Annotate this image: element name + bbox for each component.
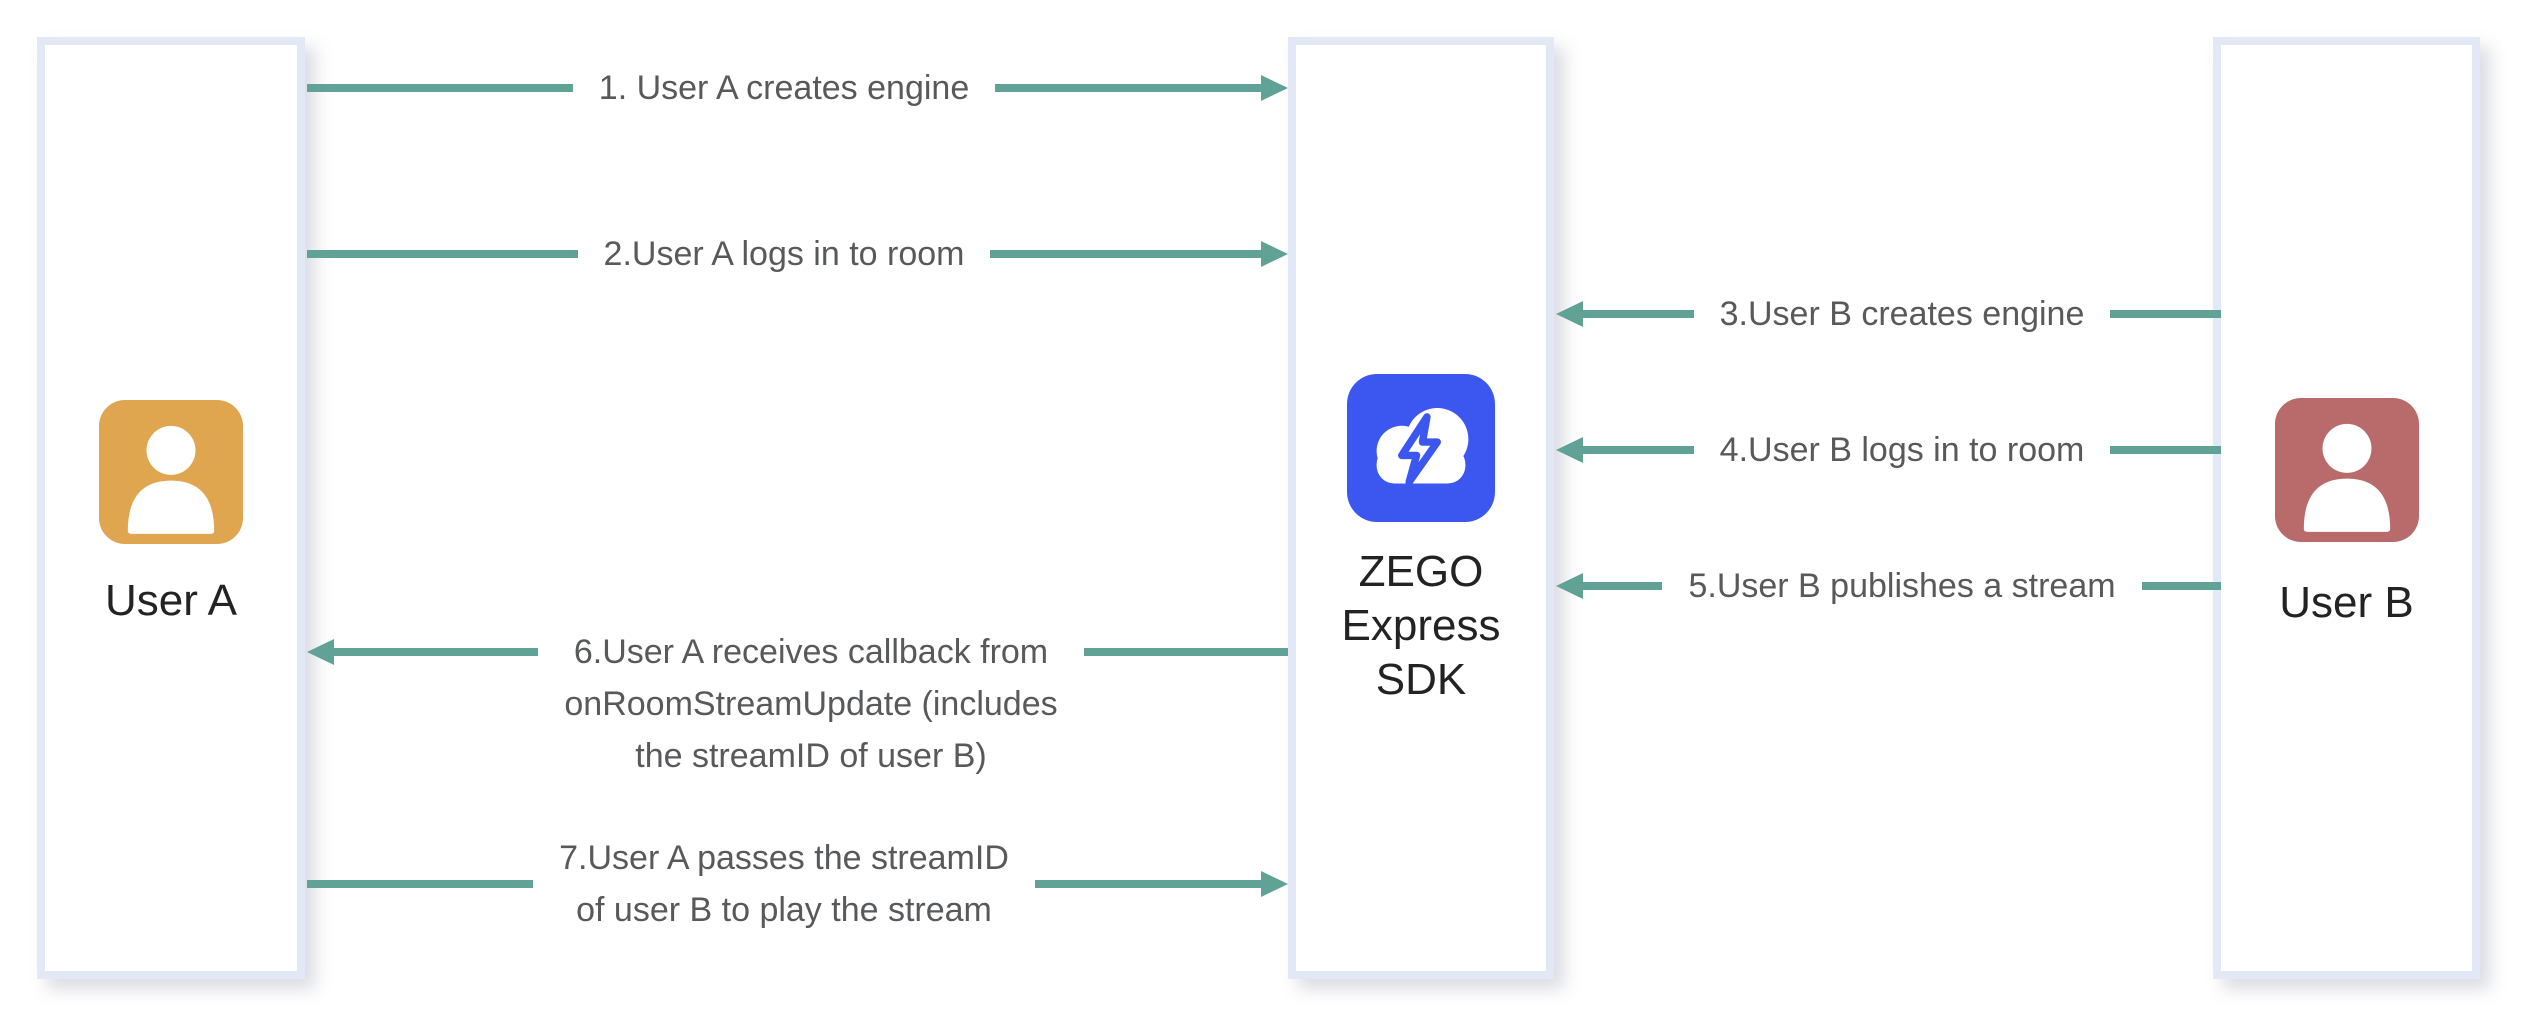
arrow-line-segment — [1583, 310, 1694, 318]
arrow-line-segment — [1583, 582, 1663, 590]
arrow-line-segment — [307, 84, 573, 92]
arrow-step-7-label: 7.User A passes the streamID of user B t… — [559, 839, 1009, 929]
arrowhead-right — [1261, 75, 1289, 101]
arrowhead-right — [1261, 241, 1289, 267]
arrow-step-3: 3.User B creates engine — [1556, 288, 2222, 340]
person-icon — [99, 400, 243, 544]
entity-label-zego-express-sdk: ZEGO Express SDK — [1341, 547, 1501, 704]
cloud-lightning-icon — [1347, 374, 1495, 522]
entity-label-user-a: User A — [104, 576, 238, 625]
arrow-line-segment — [1034, 880, 1262, 888]
entity-label-user-b: User B — [2279, 578, 2414, 627]
arrow-step-6-label: 6.User A receives callback from onRoomSt… — [564, 633, 1058, 775]
arrowhead-left — [1556, 573, 1583, 599]
arrow-line-segment — [307, 880, 534, 888]
arrow-step-7: 7.User A passes the streamID of user B t… — [307, 832, 1289, 936]
arrow-step-4: 4.User B logs in to room — [1556, 424, 2222, 476]
arrowhead-left — [1556, 301, 1583, 327]
arrow-step-2: 2.User A logs in to room — [307, 228, 1289, 280]
arrow-step-6: 6.User A receives callback from onRoomSt… — [307, 626, 1288, 782]
arrow-step-1: 1. User A creates engine — [307, 62, 1289, 114]
arrow-line-segment — [2141, 582, 2222, 590]
arrow-step-4-label: 4.User B logs in to room — [1719, 431, 2085, 469]
entity-user-a: User A — [37, 37, 305, 979]
arrow-line-segment — [1083, 648, 1288, 656]
arrow-line-segment — [1583, 446, 1694, 454]
arrow-line-segment — [2110, 310, 2222, 318]
arrow-line-segment — [2110, 446, 2222, 454]
arrow-step-1-label: 1. User A creates engine — [598, 69, 970, 107]
arrow-line-segment — [307, 250, 578, 258]
arrowhead-left — [1556, 437, 1583, 463]
arrowhead-left — [307, 639, 334, 665]
arrow-step-5-label: 5.User B publishes a stream — [1688, 567, 2116, 605]
arrow-step-2-label: 2.User A logs in to room — [603, 235, 965, 273]
person-icon — [2274, 398, 2419, 542]
arrowhead-right — [1261, 871, 1289, 897]
arrow-line-segment — [334, 648, 539, 656]
arrow-step-5: 5.User B publishes a stream — [1556, 560, 2222, 612]
entity-zego-express-sdk: ZEGO Express SDK — [1288, 37, 1554, 979]
arrow-step-3-label: 3.User B creates engine — [1719, 295, 2085, 333]
arrow-line-segment — [990, 250, 1262, 258]
entity-user-b: User B — [2213, 37, 2480, 979]
arrow-line-segment — [995, 84, 1262, 92]
